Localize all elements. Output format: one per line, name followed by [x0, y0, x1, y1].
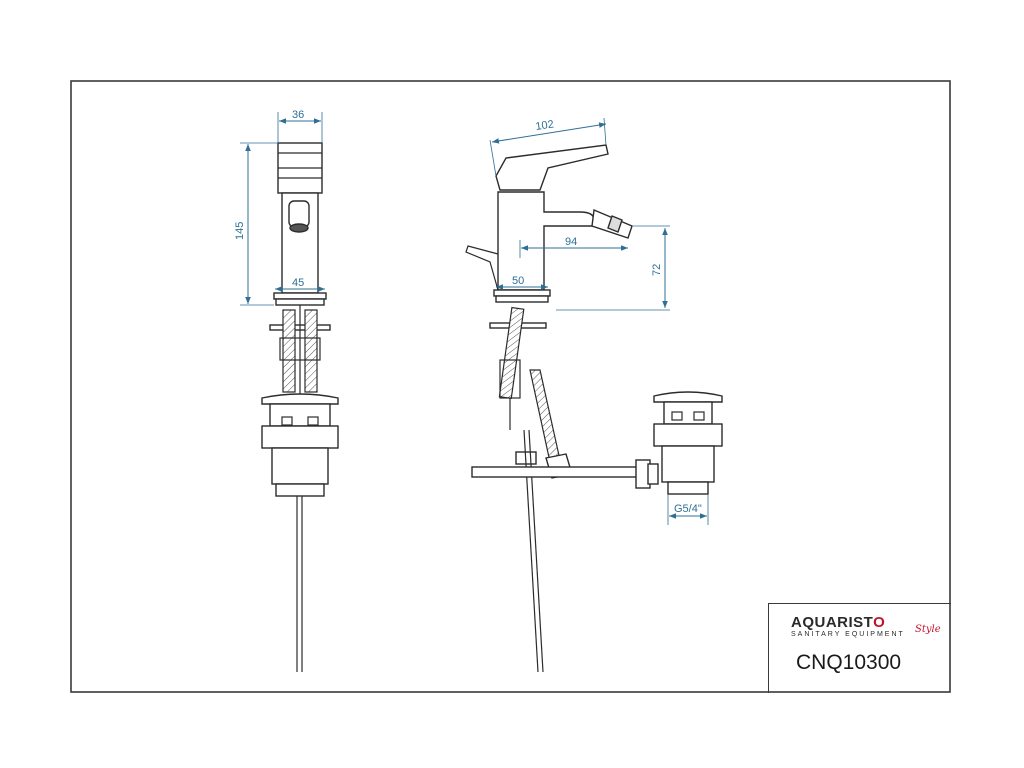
front-mounting-kit [269, 305, 331, 395]
dim-front-width-top: 36 [292, 109, 304, 121]
dim-side-height: 72 [651, 264, 663, 276]
brand-logo: AQUARISTO [791, 614, 885, 631]
side-mounting-and-hoses [471, 306, 659, 673]
side-mixer-body [465, 144, 633, 303]
front-mixer-body [273, 142, 327, 306]
title-block: AQUARISTO SANITARY EQUIPMENT Style CNQ10… [768, 603, 951, 693]
front-popup-waste [261, 393, 339, 672]
drawing-frame [70, 80, 951, 693]
dim-side-nozzle-offset: 94 [565, 236, 577, 248]
side-view [465, 117, 723, 673]
dim-front-height: 145 [234, 222, 246, 240]
dim-front-base-width: 45 [292, 277, 304, 289]
front-dimensions [240, 112, 325, 306]
side-dimensions [489, 117, 709, 525]
brand-accent: O [873, 614, 886, 631]
front-view [240, 112, 339, 672]
side-popup-waste [653, 391, 723, 495]
brand-script: Style [915, 624, 941, 635]
dim-side-base-width: 50 [512, 275, 524, 287]
dim-side-spout-length: 102 [535, 119, 555, 133]
brand-main: AQUARIST [791, 614, 874, 631]
brand-subtitle: SANITARY EQUIPMENT [791, 631, 905, 638]
model-code: CNQ10300 [796, 651, 902, 674]
dim-waste-thread: G5/4" [674, 503, 702, 515]
